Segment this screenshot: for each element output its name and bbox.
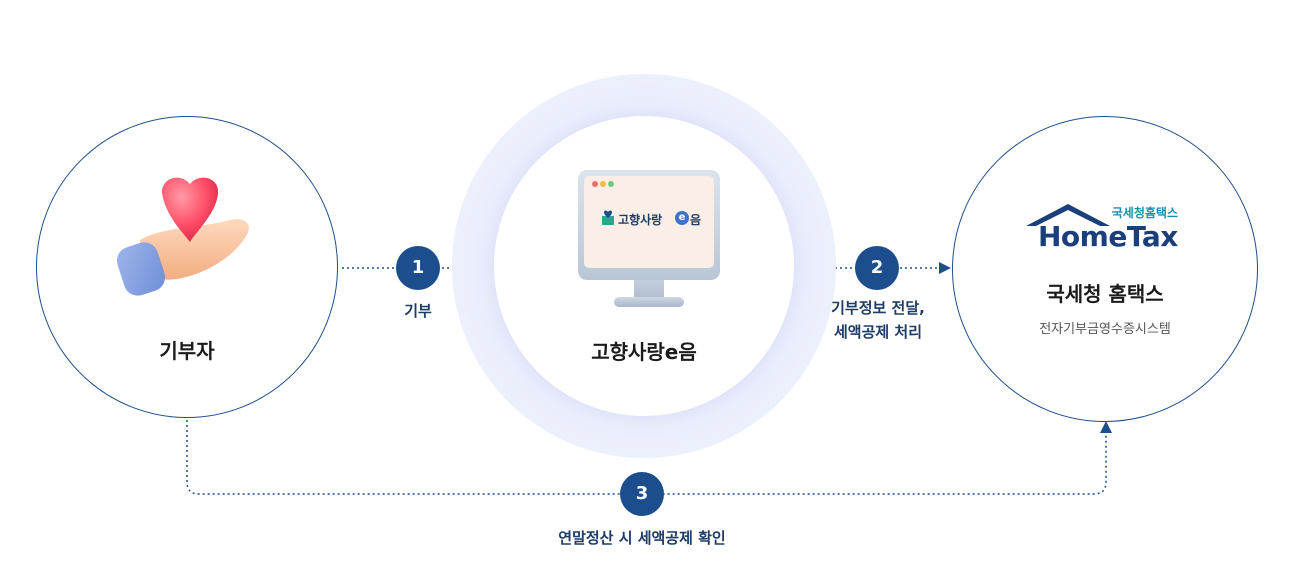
platform-screen-logo-after: 음	[690, 213, 702, 227]
hometax-label: 국세청 홈택스	[1046, 282, 1164, 306]
platform-logo-icon	[602, 210, 614, 225]
heart-hand-icon	[116, 177, 249, 296]
step-3-label: 연말정산 시 세액공제 확인	[558, 529, 726, 547]
step-3-badge: 3	[620, 472, 664, 516]
step-1-badge: 1	[396, 246, 440, 290]
step-1-label: 기부	[404, 302, 432, 320]
hometax-sublabel: 전자기부금영수증시스템	[1039, 322, 1171, 337]
platform-label: 고향사랑e음	[591, 340, 697, 364]
monitor-icon: 고향사랑 e 음	[578, 170, 720, 310]
platform-screen-logo: 고향사랑	[618, 213, 663, 227]
hometax-logo: 국세청홈택스 HomeTax	[1024, 200, 1184, 256]
hometax-node	[952, 116, 1258, 422]
step-2-badge: 2	[855, 246, 899, 290]
connector-step3	[186, 420, 1112, 495]
house-roof-icon	[1026, 204, 1110, 226]
hometax-logo-word: HomeTax	[1038, 220, 1178, 253]
step-2-label-line2: 세액공제 처리	[833, 323, 923, 341]
step-2-label: 기부정보 전달, 세액공제 처리	[800, 296, 956, 344]
platform-screen-logo-e: e	[675, 211, 689, 225]
step-2-label-line1: 기부정보 전달,	[831, 299, 925, 317]
hometax-logo-small: 국세청홈택스	[1111, 206, 1178, 220]
donor-label: 기부자	[159, 339, 215, 363]
